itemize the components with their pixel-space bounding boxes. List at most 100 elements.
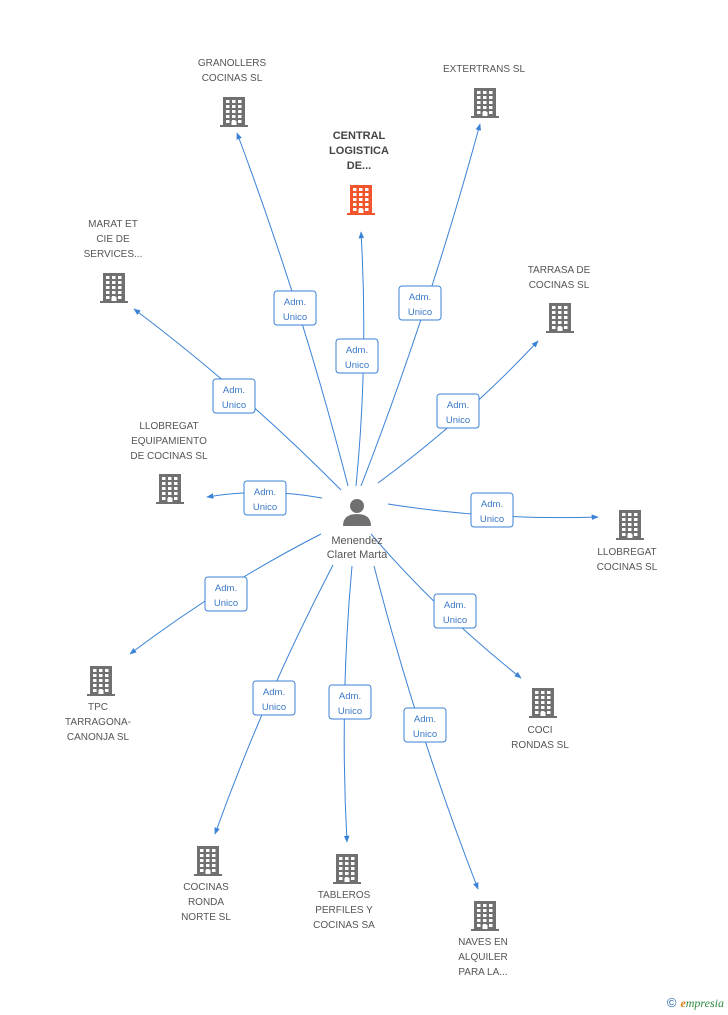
edge-label-text: Adm.Unico [480, 499, 504, 525]
company-label: EXTERTRANS SL [443, 64, 525, 75]
edge-label-text: Adm.Unico [214, 583, 238, 609]
edge-label-box [403, 707, 447, 743]
company-label: TABLEROS PERFILES Y COCINAS SA [313, 890, 375, 931]
edge-label-text-line: Unico [446, 415, 470, 426]
edge-label-marat[interactable]: Adm.Unico [212, 378, 256, 414]
edge-label-box [436, 393, 480, 429]
edge-label-central[interactable]: Adm.Unico [335, 338, 379, 374]
company-label-line: NORTE SL [181, 912, 231, 923]
edge-label-text-line: Unico [408, 307, 432, 318]
company-node-extertrans[interactable]: EXTERTRANS SL [443, 64, 525, 118]
edge-label-text-line: Unico [283, 312, 307, 323]
edge-label-granollers[interactable]: Adm. Unico [273, 290, 317, 326]
edge-label-text-line: Unico [345, 360, 369, 371]
edge-label-box [470, 492, 514, 528]
edge-label-tarrasa[interactable]: Adm. Unico [436, 393, 480, 429]
edge-label-text-line: Adm. [284, 297, 306, 308]
company-label-line: RONDAS SL [511, 740, 569, 751]
person-name-line: Claret Marta [327, 549, 388, 561]
edge-label-text: Adm.Unico [413, 714, 437, 740]
building-icon [471, 88, 499, 118]
edge-label-text-line: Unico [413, 729, 437, 740]
edge-label-naves[interactable]: Adm.Unico [403, 707, 447, 743]
building-icon [333, 854, 361, 884]
edge-label-tableros[interactable]: Adm.Unico [328, 684, 372, 720]
edge-label-text: Adm. Unico [283, 297, 307, 323]
edges-layer [129, 123, 599, 890]
edge-label-box [433, 593, 477, 629]
edge-label-coci-rondas[interactable]: Adm. Unico [433, 593, 477, 629]
edge-label-text: Adm. Unico [446, 400, 470, 426]
company-label-line: COCI [528, 725, 553, 736]
company-label-line: RONDA [188, 897, 224, 908]
edge-label-text-line: Unico [262, 702, 286, 713]
edge-label-box [243, 480, 287, 516]
edge-label-box [273, 290, 317, 326]
edge-label-text-line: Adm. [263, 687, 285, 698]
company-label-line: CENTRAL [333, 130, 386, 142]
edge-label-text-line: Adm. [444, 600, 466, 611]
company-label: COCINAS RONDA NORTE SL [181, 882, 231, 923]
company-label-line: CIE DE [96, 234, 130, 245]
company-label-line: TARRASA DE [528, 265, 591, 276]
company-label-line: EQUIPAMIENTO [131, 436, 207, 447]
building-icon [87, 666, 115, 696]
company-label-line: LOGISTICA [329, 145, 389, 157]
edge-label-llobregat-equip[interactable]: Adm.Unico [243, 480, 287, 516]
edge-label-cocinas-ronda[interactable]: Adm. Unico [252, 680, 296, 716]
company-label-line: COCINAS [183, 882, 229, 893]
edge-label-text: Adm.Unico [253, 487, 277, 513]
company-node-coci-rondas[interactable]: COCI RONDAS SL [511, 688, 569, 751]
building-icon [529, 688, 557, 718]
building-icon [156, 474, 184, 504]
company-label-line: PARA LA... [458, 967, 507, 978]
edge-label-extertrans[interactable]: Adm.Unico [398, 285, 442, 321]
watermark[interactable]: ©empresia [667, 995, 724, 1011]
company-node-cocinas-ronda[interactable]: COCINAS RONDA NORTE SL [181, 846, 231, 923]
company-label-line: COCINAS SA [313, 920, 375, 931]
edge-label-text: Adm.Unico [408, 292, 432, 318]
person-icon [343, 499, 371, 526]
edge-label-text-line: Unico [253, 502, 277, 513]
edge-label-text: Adm. Unico [262, 687, 286, 713]
edge-label-box [398, 285, 442, 321]
company-label-line: TPC [88, 702, 108, 713]
edge-label-box [328, 684, 372, 720]
edge-label-box [335, 338, 379, 374]
company-node-tableros[interactable]: TABLEROS PERFILES Y COCINAS SA [313, 854, 375, 931]
company-label-line: SERVICES... [84, 249, 143, 260]
brand-logo: empresia [680, 996, 724, 1010]
building-icon [546, 303, 574, 333]
edge-label-box [204, 576, 248, 612]
edge-label-tpc[interactable]: Adm.Unico [204, 576, 248, 612]
building-icon [471, 901, 499, 931]
building-icon [100, 273, 128, 303]
company-label-line: PERFILES Y [315, 905, 373, 916]
edge-label-text-line: Unico [480, 514, 504, 525]
company-label-line: LLOBREGAT [597, 547, 656, 558]
company-label-line: GRANOLLERS [198, 58, 267, 69]
edge-label-text-line: Adm. [215, 583, 237, 594]
building-icon [616, 510, 644, 540]
edge-label-text-line: Unico [443, 615, 467, 626]
edge-label-text-line: Unico [222, 400, 246, 411]
edge-label-text-line: Adm. [339, 691, 361, 702]
company-label-line: DE COCINAS SL [130, 451, 208, 462]
edge-label-text-line: Adm. [447, 400, 469, 411]
company-label-line: TABLEROS [318, 890, 371, 901]
edge-label-llobregat-cocinas[interactable]: Adm.Unico [470, 492, 514, 528]
